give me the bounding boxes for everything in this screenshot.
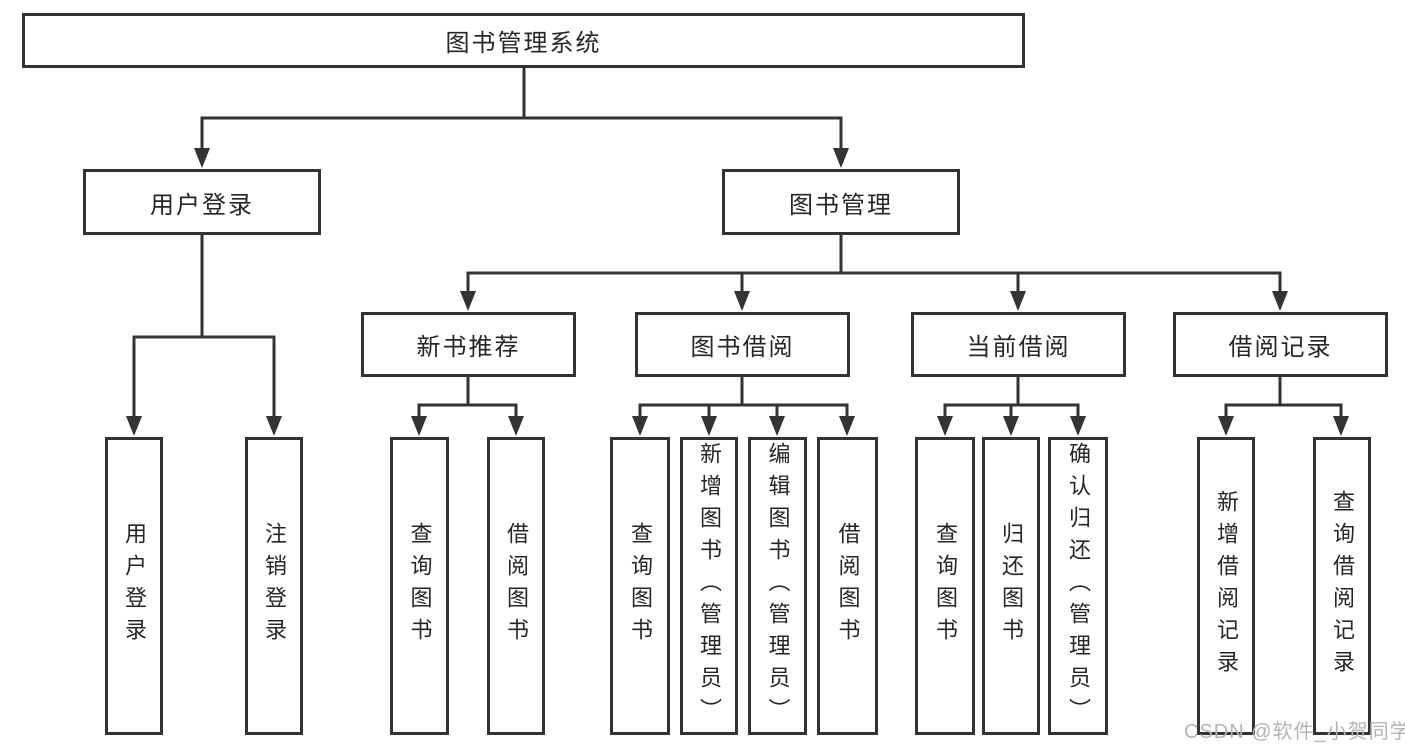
leaf-logout-login: 注销登录 (245, 437, 303, 735)
node-book-borrow: 图书借阅 (635, 312, 850, 377)
leaf-records-query-record: 查询借阅记录 (1313, 437, 1371, 735)
node-user-login: 用户登录 (83, 169, 321, 235)
node-new-book-recommend: 新书推荐 (361, 312, 576, 377)
leaf-current-return-books: 归还图书 (982, 437, 1040, 735)
leaf-borrow-borrow-books: 借阅图书 (817, 437, 878, 735)
leaf-records-add-record: 新增借阅记录 (1197, 437, 1255, 735)
arrowhead-icons (126, 148, 1349, 436)
node-borrow-records: 借阅记录 (1173, 312, 1388, 377)
leaf-recommend-query-books: 查询图书 (390, 437, 449, 735)
node-book-management: 图书管理 (722, 169, 960, 235)
leaf-borrow-add-books-admin: 新增图书（管理员） (680, 437, 738, 735)
leaf-user-login: 用户登录 (105, 437, 163, 735)
leaf-current-confirm-return-admin: 确认归还（管理员） (1048, 437, 1108, 735)
node-library-management-system: 图书管理系统 (22, 13, 1025, 68)
leaf-borrow-query-books: 查询图书 (610, 437, 670, 735)
leaf-borrow-edit-books-admin: 编辑图书（管理员） (748, 437, 807, 735)
leaf-recommend-borrow-books: 借阅图书 (487, 437, 545, 735)
node-current-borrow: 当前借阅 (911, 312, 1126, 377)
leaf-current-query-books: 查询图书 (915, 437, 975, 735)
csdn-watermark: CSDN @软件_小贺同学 (1184, 721, 1405, 743)
